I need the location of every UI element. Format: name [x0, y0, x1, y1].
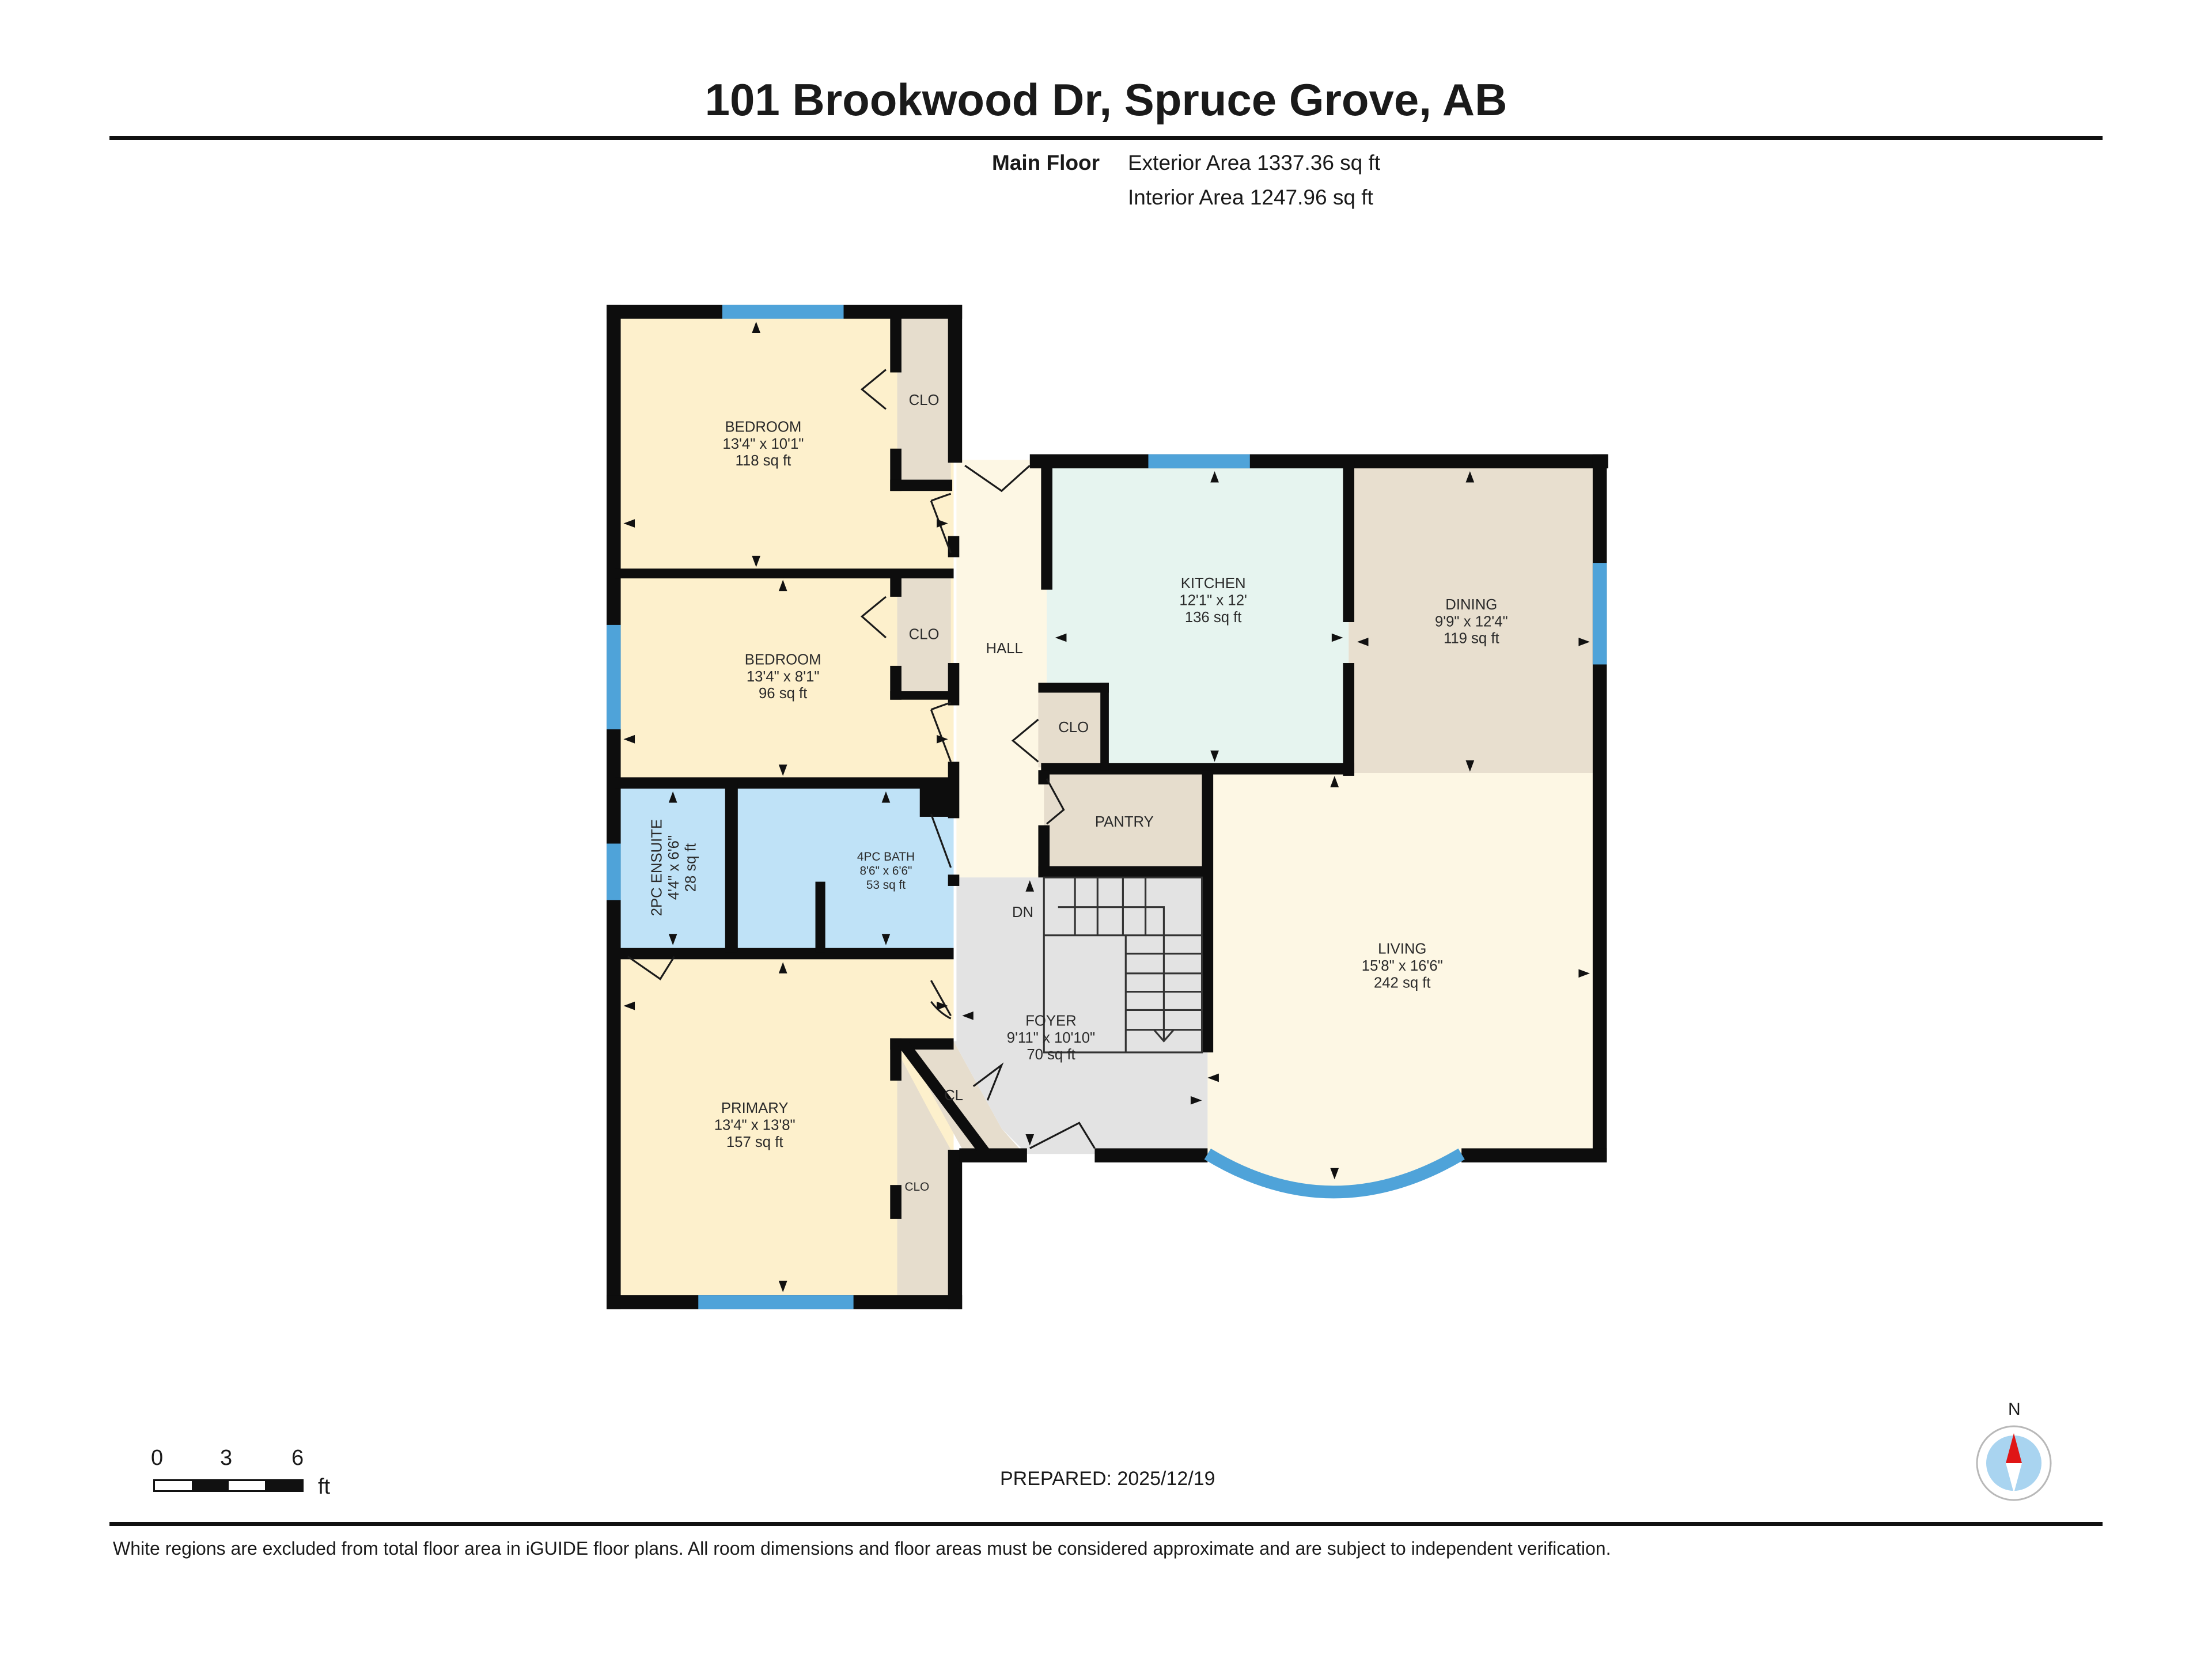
- room-label-living: LIVING: [1378, 941, 1426, 957]
- room-hall[interactable]: [956, 460, 1050, 884]
- room-label-ensuite: 2PC ENSUITE: [649, 819, 665, 916]
- exterior-area: Exterior Area 1337.36 sq ft: [1128, 151, 1381, 175]
- door-swings: [627, 369, 1096, 1149]
- scale-bar: 0 3 6 ft: [151, 1446, 341, 1503]
- room-area-kitchen: 136 sq ft: [1185, 609, 1242, 626]
- dimension-markers: [623, 321, 1590, 1293]
- header-divider: [109, 136, 2103, 140]
- room-label-pantry: PANTRY: [1095, 814, 1154, 830]
- closet-bedroom-1[interactable]: [897, 316, 951, 486]
- closet-primary[interactable]: [897, 1051, 951, 1296]
- room-living[interactable]: [1207, 773, 1599, 1191]
- room-dims-bath: 8'6" x 6'6": [859, 864, 912, 877]
- room-label-bedroom-1: BEDROOM: [725, 419, 801, 435]
- page-title: 101 Brookwood Dr, Spruce Grove, AB: [704, 74, 1508, 125]
- scale-tick-3: 3: [220, 1446, 233, 1470]
- interior-area: Interior Area 1247.96 sq ft: [1128, 185, 1373, 209]
- room-foyer[interactable]: [953, 877, 1208, 1154]
- room-label-bath: 4PC BATH: [857, 850, 915, 863]
- closet-label-primary: CLO: [904, 1180, 929, 1194]
- room-dining[interactable]: [1349, 463, 1599, 774]
- compass-icon: [1976, 1425, 2052, 1501]
- walls: [607, 304, 1608, 1309]
- room-dims-ensuite: 4'4" x 6'6": [666, 835, 682, 900]
- scale-unit: ft: [318, 1475, 331, 1499]
- room-dims-primary: 13'4" x 13'8": [714, 1118, 796, 1134]
- scale-tick-6: 6: [291, 1446, 304, 1470]
- room-dims-bedroom-2: 13'4" x 8'1": [747, 669, 820, 685]
- closet-label-2: CLO: [909, 626, 940, 642]
- room-dims-bedroom-1: 13'4" x 10'1": [722, 436, 804, 452]
- room-area-bath: 53 sq ft: [866, 878, 906, 892]
- room-2pc-ensuite[interactable]: [615, 783, 731, 953]
- room-labels: BEDROOM 13'4" x 10'1" 118 sq ft CLO BEDR…: [649, 392, 1508, 1194]
- room-area-bedroom-1: 118 sq ft: [736, 453, 791, 469]
- room-dims-living: 15'8" x 16'6": [1362, 958, 1443, 974]
- closet-hall[interactable]: [1038, 685, 1104, 768]
- room-fills: [615, 313, 1599, 1302]
- closet-label-hall: CLO: [1058, 719, 1089, 736]
- room-pantry[interactable]: [1044, 770, 1208, 872]
- room-area-dining: 119 sq ft: [1444, 631, 1499, 647]
- closet-cl[interactable]: [903, 1041, 1024, 1154]
- closet-label-1: CLO: [909, 392, 940, 408]
- stairs-down-label: DN: [1012, 904, 1033, 921]
- floor-label: Main Floor: [992, 151, 1100, 175]
- compass: N: [1970, 1400, 2062, 1503]
- room-label-bedroom-2: BEDROOM: [745, 652, 821, 668]
- room-area-living: 242 sq ft: [1374, 975, 1431, 991]
- compass-north-label: N: [2008, 1400, 2021, 1419]
- room-area-bedroom-2: 96 sq ft: [759, 685, 807, 702]
- scale-bar-graphic: [153, 1479, 304, 1492]
- disclaimer: White regions are excluded from total fl…: [113, 1538, 1611, 1559]
- closet-bedroom-2[interactable]: [897, 577, 951, 696]
- room-dims-kitchen: 12'1" x 12': [1179, 593, 1247, 609]
- room-area-ensuite: 28 sq ft: [683, 843, 699, 892]
- room-dims-foyer: 9'11" x 10'10": [1007, 1030, 1095, 1046]
- prepared-date: PREPARED: 2025/12/19: [1000, 1468, 1215, 1490]
- room-label-dining: DINING: [1445, 597, 1497, 613]
- room-label-kitchen: KITCHEN: [1181, 575, 1246, 592]
- windows: [607, 304, 1607, 1309]
- footer-divider: [109, 1522, 2103, 1526]
- stairs[interactable]: [1043, 876, 1203, 1054]
- closet-label-cl: CL: [944, 1088, 963, 1104]
- room-label-hall: HALL: [986, 641, 1023, 657]
- room-4pc-bath[interactable]: [730, 783, 954, 953]
- room-dims-dining: 9'9" x 12'4": [1435, 613, 1508, 630]
- room-area-primary: 157 sq ft: [726, 1134, 783, 1150]
- scale-tick-0: 0: [151, 1446, 164, 1470]
- room-label-primary: PRIMARY: [721, 1100, 789, 1116]
- room-area-foyer: 70 sq ft: [1027, 1047, 1075, 1063]
- room-label-foyer: FOYER: [1025, 1013, 1077, 1029]
